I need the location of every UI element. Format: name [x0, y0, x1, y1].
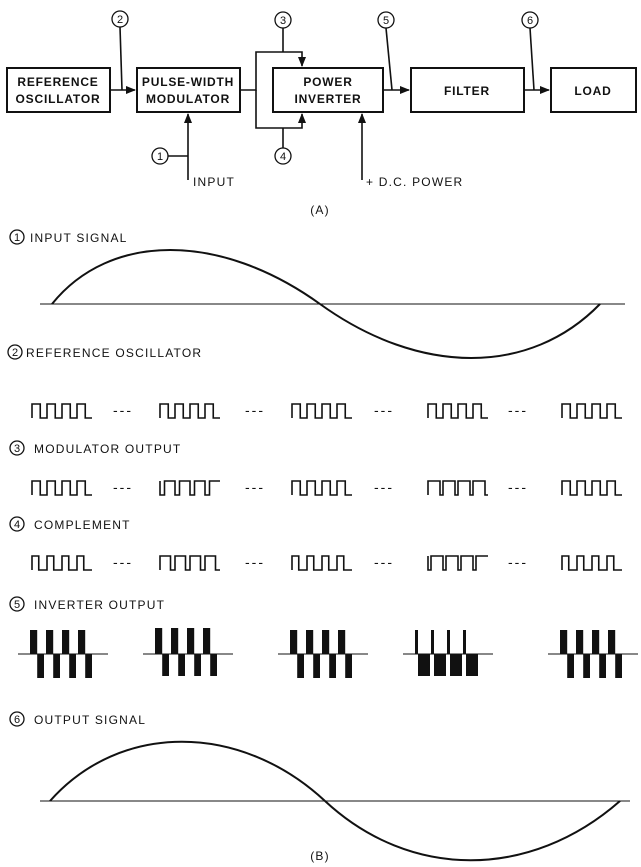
pwm-to-inverter-top-arrow — [240, 51, 306, 91]
reference-oscillator-dashes-2: --- — [245, 402, 265, 418]
signal-6-number: 6 — [14, 714, 20, 726]
load-block: LOAD — [550, 67, 637, 113]
reference-oscillator-label-1: REFERENCE — [17, 75, 98, 89]
pwm-label-1: PULSE-WIDTH — [142, 75, 234, 89]
complement-dashes-3: --- — [374, 554, 394, 570]
pwm-to-inverter-bottom-arrow — [255, 90, 306, 129]
reference-oscillator-section: 2 REFERENCE OSCILLATOR --- --- --- --- — [7, 344, 622, 419]
marker-1: 1 — [151, 147, 188, 165]
signal-5-label: INVERTER OUTPUT — [34, 598, 165, 612]
marker-4: 4 — [274, 128, 292, 165]
complement-dashes-4: --- — [508, 554, 528, 570]
inverter-output-section: 5 INVERTER OUTPUT — [9, 596, 638, 678]
signal-3-number: 3 — [14, 443, 20, 455]
complement-section: 4 COMPLEMENT --- --- --- --- — [9, 516, 622, 571]
reference-oscillator-pulse-group-2 — [159, 403, 220, 419]
modulator-output-pulse-group-1 — [31, 480, 92, 496]
svg-text:1: 1 — [157, 151, 163, 163]
signal-4-label: COMPLEMENT — [34, 518, 131, 532]
complement-dashes-1: --- — [113, 554, 133, 570]
part-b-caption: (B) — [310, 849, 330, 863]
input-signal-wave — [51, 249, 601, 359]
inverter-output-group-3 — [290, 630, 352, 678]
marker-5: 5 — [377, 11, 395, 91]
signal-1-label: INPUT SIGNAL — [30, 231, 128, 245]
input-signal-section: 1 INPUT SIGNAL — [9, 229, 625, 359]
signal-4-number: 4 — [14, 519, 20, 531]
complement-pulse-group-4 — [427, 555, 488, 571]
reference-oscillator-block: REFERENCE OSCILLATOR — [6, 67, 111, 113]
modulator-output-dashes-4: --- — [508, 479, 528, 495]
load-label: LOAD — [574, 84, 611, 98]
power-inverter-block: POWER INVERTER — [272, 67, 384, 113]
modulator-output-dashes-1: --- — [113, 479, 133, 495]
svg-text:3: 3 — [280, 15, 286, 27]
svg-text:6: 6 — [527, 15, 533, 27]
reference-oscillator-label-2: OSCILLATOR — [16, 92, 101, 106]
modulator-output-pulse-group-2 — [159, 480, 220, 496]
marker-3: 3 — [274, 11, 292, 52]
output-signal-section: 6 OUTPUT SIGNAL — [9, 711, 630, 862]
svg-text:2: 2 — [117, 14, 123, 26]
marker-6: 6 — [521, 11, 539, 91]
modulator-output-pulse-group-3 — [291, 480, 352, 496]
signal-6-label: OUTPUT SIGNAL — [34, 713, 146, 727]
reference-oscillator-pulse-group-1 — [31, 403, 92, 419]
reference-oscillator-pulse-group-5 — [561, 403, 622, 419]
complement-dashes-2: --- — [245, 554, 265, 570]
signal-1-number: 1 — [14, 232, 20, 244]
signal-2-label: REFERENCE OSCILLATOR — [26, 346, 202, 360]
filter-label: FILTER — [444, 84, 490, 98]
complement-pulse-group-3 — [291, 555, 352, 571]
pulse-width-modulator-block: PULSE-WIDTH MODULATOR — [136, 67, 241, 113]
dc-power-label: + D.C. POWER — [366, 175, 463, 189]
filter-block: FILTER — [410, 67, 525, 113]
modulator-output-pulse-group-4 — [427, 480, 488, 496]
signal-5-number: 5 — [14, 599, 20, 611]
inverter-output-group-5 — [560, 630, 622, 678]
output-signal-wave — [49, 740, 621, 862]
reference-oscillator-pulse-group-3 — [291, 403, 352, 419]
block-diagram: REFERENCE OSCILLATOR PULSE-WIDTH MODULAT… — [6, 10, 637, 217]
modulator-output-pulse-group-5 — [561, 480, 622, 496]
reference-oscillator-dashes-3: --- — [374, 402, 394, 418]
modulator-output-section: 3 MODULATOR OUTPUT --- --- --- --- — [9, 440, 622, 496]
modulator-output-dashes-3: --- — [374, 479, 394, 495]
inverter-output-group-2 — [155, 628, 217, 676]
reference-oscillator-dashes-1: --- — [113, 402, 133, 418]
modulator-output-dashes-2: --- — [245, 479, 265, 495]
power-inverter-label-2: INVERTER — [294, 92, 361, 106]
complement-pulse-group-5 — [561, 555, 622, 571]
svg-text:5: 5 — [383, 15, 389, 27]
part-a-caption: (A) — [310, 203, 330, 217]
signal-2-number: 2 — [12, 347, 18, 359]
signal-3-label: MODULATOR OUTPUT — [34, 442, 181, 456]
pwm-label-2: MODULATOR — [146, 92, 230, 106]
svg-text:4: 4 — [280, 151, 286, 163]
power-inverter-label-1: POWER — [303, 75, 352, 89]
complement-pulse-group-2 — [159, 555, 220, 571]
reference-oscillator-pulse-group-4 — [427, 403, 488, 419]
input-label: INPUT — [193, 175, 235, 189]
marker-2: 2 — [111, 10, 129, 91]
inverter-output-group-4 — [415, 630, 478, 676]
reference-oscillator-dashes-4: --- — [508, 402, 528, 418]
inverter-output-group-1 — [30, 630, 92, 678]
complement-pulse-group-1 — [31, 555, 92, 571]
